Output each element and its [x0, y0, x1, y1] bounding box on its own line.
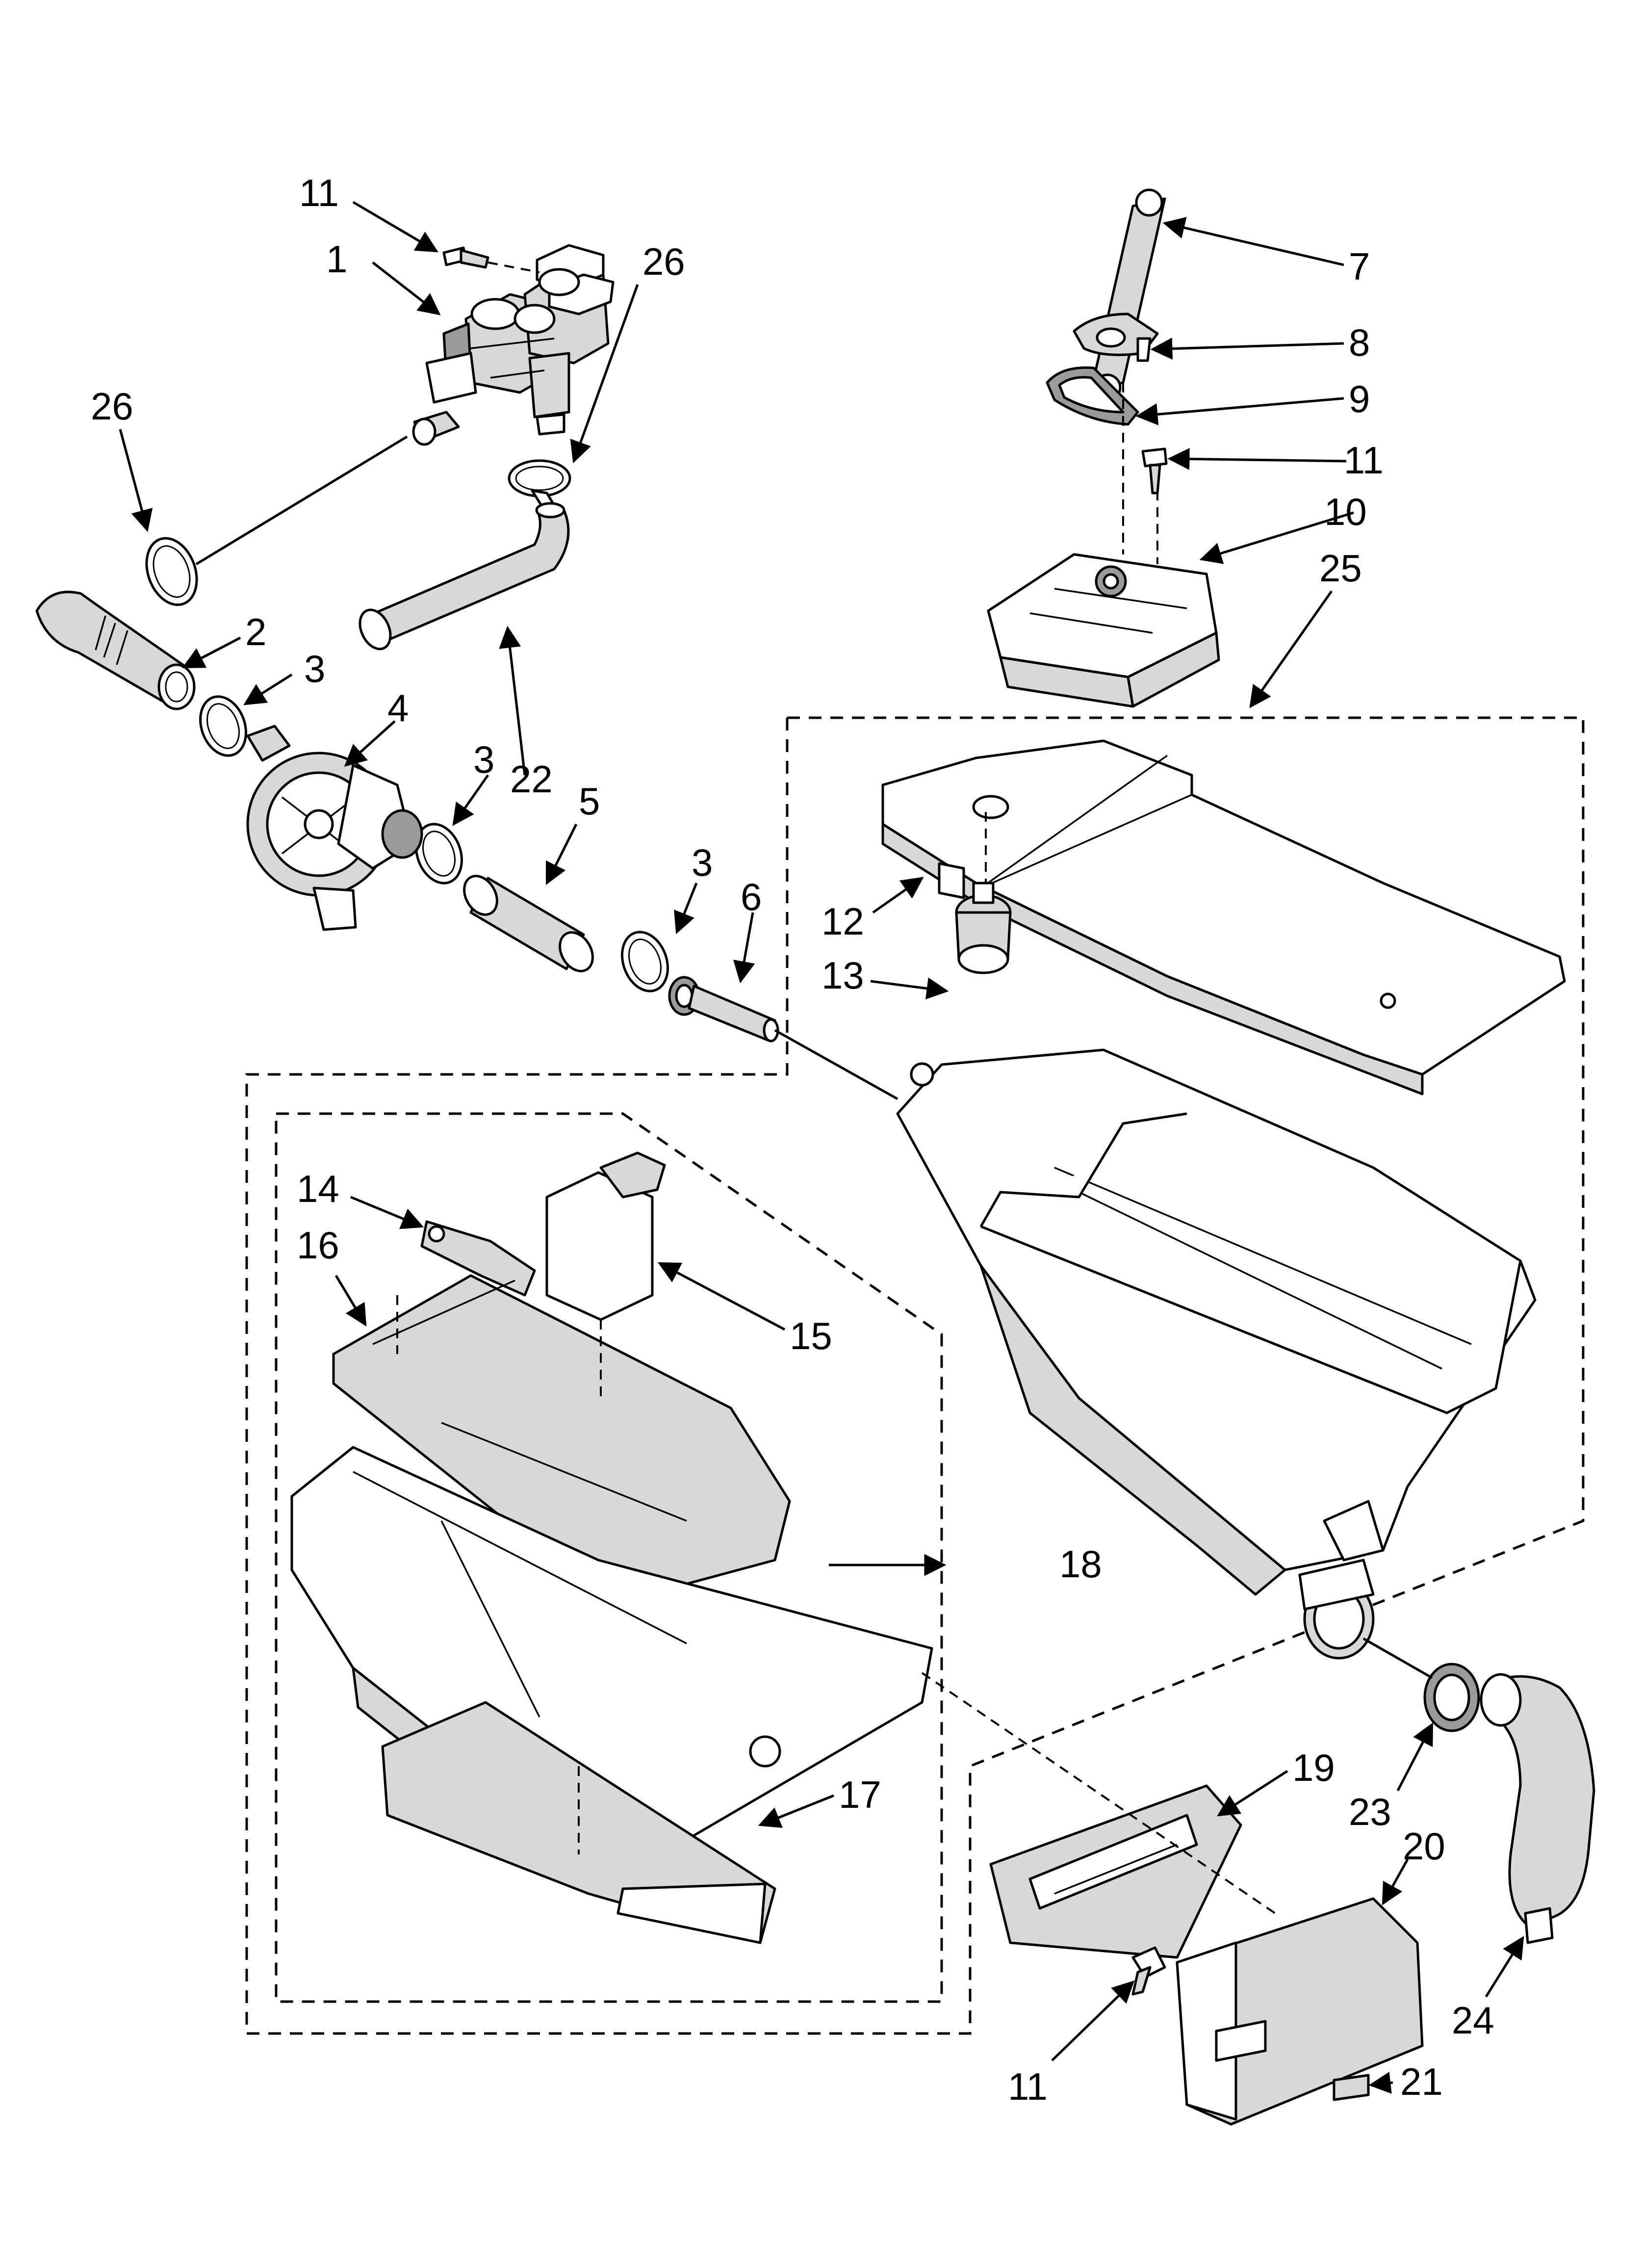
callout-22: 22 — [510, 757, 553, 801]
callout-8: 8 — [1349, 321, 1370, 364]
part-25-dispenser-housing — [896, 1048, 1537, 1660]
part-24-drain-hose — [1480, 1673, 1595, 1944]
part-13-button — [955, 882, 1012, 974]
callout-11-handle-screw: 11 — [1008, 2065, 1048, 2108]
callout-1: 1 — [326, 237, 347, 281]
part-20-drawer-handle — [1176, 1897, 1424, 2126]
callout-26-upper: 26 — [642, 240, 685, 283]
part-4-air-gap — [246, 725, 423, 931]
part-15-bleach-cup — [545, 1151, 666, 1321]
callout-12: 12 — [821, 900, 864, 943]
part-9-gasket — [1046, 366, 1139, 426]
part-3-clamp-b — [415, 823, 463, 885]
callout-labels: 11 1 26 26 2 3 4 22 3 5 3 6 7 8 9 11 10 … — [91, 171, 1494, 2108]
part-14-siphon-cap — [420, 1220, 536, 1297]
part-2-inlet-hose — [35, 591, 196, 710]
callout-9: 9 — [1349, 377, 1370, 420]
part-6-nozzle — [668, 976, 779, 1043]
callout-3-b: 3 — [473, 738, 494, 781]
part-26-clamp-left — [145, 537, 198, 606]
callout-6: 6 — [741, 875, 762, 918]
part-3-clamp-c — [621, 931, 669, 992]
part-11-screw-handle — [1131, 1946, 1166, 1996]
part-21-label — [1333, 2074, 1370, 2101]
part-26-clamp-upper — [508, 459, 571, 512]
part-11-screw-valve — [442, 246, 489, 269]
part-10-actuator — [987, 553, 1220, 708]
assembly-boundaries — [245, 716, 1585, 2035]
assembly-guides — [195, 261, 1433, 1914]
callout-13: 13 — [821, 954, 864, 997]
callout-24: 24 — [1452, 1999, 1494, 2042]
callout-15: 15 — [790, 1314, 832, 1357]
part-7-link-arm — [1090, 188, 1166, 402]
callout-20: 20 — [1403, 1825, 1445, 1868]
part-3-clamp-a — [199, 695, 247, 757]
part-11-screw-motor — [1141, 447, 1168, 495]
callout-10: 10 — [1324, 490, 1367, 533]
callout-17: 17 — [839, 1773, 881, 1816]
callout-7: 7 — [1349, 245, 1370, 288]
callout-leaders — [119, 201, 1524, 2094]
callout-18: 18 — [1059, 1542, 1102, 1586]
callout-14: 14 — [297, 1167, 339, 1210]
callout-4: 4 — [387, 686, 409, 730]
callout-25: 25 — [1319, 547, 1362, 590]
part-22-hose — [359, 502, 570, 651]
boundary-18-drawer — [275, 1112, 943, 2003]
callout-3-c: 3 — [692, 841, 713, 884]
callout-2: 2 — [245, 610, 266, 653]
callout-11-valve-screw: 11 — [299, 171, 339, 214]
callout-16: 16 — [297, 1224, 339, 1267]
boundary-25-housing — [787, 716, 1585, 2000]
callout-26-left: 26 — [91, 385, 133, 428]
callout-19: 19 — [1292, 1746, 1335, 1789]
part-8-cam — [1073, 313, 1159, 362]
callout-3-a: 3 — [304, 647, 325, 690]
callout-21: 21 — [1400, 2060, 1443, 2103]
callout-5: 5 — [579, 780, 600, 823]
callout-11-motor-screw: 11 — [1344, 439, 1384, 482]
part-23-grommet — [1423, 1663, 1480, 1732]
part-1-water-valve — [412, 244, 615, 446]
part-19-handle-bracket — [989, 1784, 1242, 1959]
part-12-housing-cover — [881, 739, 1566, 1095]
part-5-hose-section — [463, 875, 594, 972]
callout-23: 23 — [1349, 1790, 1391, 1833]
